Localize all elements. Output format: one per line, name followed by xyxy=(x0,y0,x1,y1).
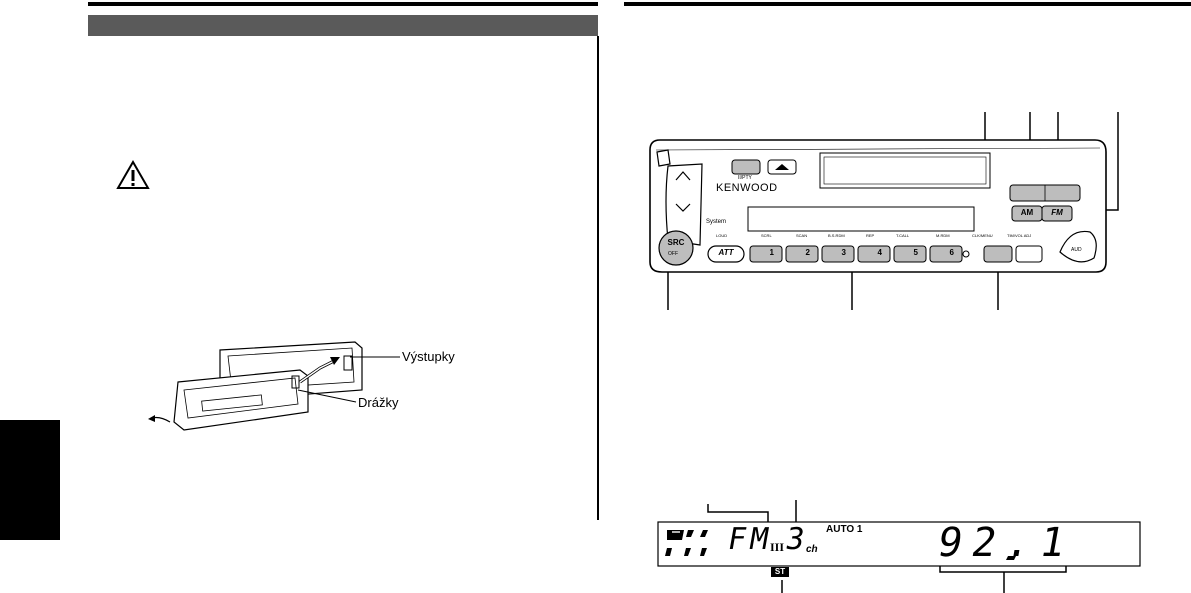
display-seek-mode: AUTO 1 xyxy=(826,524,863,535)
aud-label: AUD xyxy=(1071,247,1082,253)
preset-sub-label: B.S.RDM xyxy=(828,233,845,238)
preset-button-2[interactable]: 2 xyxy=(786,248,818,257)
preset-button-4[interactable]: 4 xyxy=(858,248,890,257)
display-preset-unit: ch xyxy=(806,544,818,555)
language-side-tab xyxy=(0,420,60,540)
preset-button-label: 3 xyxy=(841,248,846,257)
preset-button-label: 5 xyxy=(913,248,918,257)
preset-sub-label: SCRL xyxy=(761,233,772,238)
preset-button-label: 2 xyxy=(805,248,810,257)
preset-button-1[interactable]: 1 xyxy=(750,248,782,257)
brand-logo: KENWOOD xyxy=(716,182,778,194)
preset-sub-label: REP xyxy=(866,233,875,238)
preset-button-6[interactable]: 6 xyxy=(930,248,962,257)
label-leader-lines xyxy=(297,356,400,403)
preset-button-label: 1 xyxy=(769,248,774,257)
preset-button-3[interactable]: 3 xyxy=(822,248,854,257)
tim-vol-label: TIM/VOL ADJ xyxy=(1007,233,1032,238)
right-top-rule xyxy=(624,2,1191,6)
faceplate-removal-illustration xyxy=(148,341,363,431)
preset-sub-label: M.RDM xyxy=(936,233,950,238)
stereo-indicator: ST xyxy=(771,567,789,577)
am-button[interactable]: AM xyxy=(1012,208,1042,217)
preset-button-label: 6 xyxy=(949,248,954,257)
src-button-label: SRC xyxy=(667,238,685,247)
preset-button-label: 4 xyxy=(877,248,882,257)
att-button-label: ATT xyxy=(718,248,734,257)
page-divider xyxy=(597,36,599,520)
clk-menu-label: CLK/MENU xyxy=(972,233,993,238)
preset-sub-label: SCAN xyxy=(796,233,808,238)
am-button-label: AM xyxy=(1020,208,1034,217)
play-pause-sub-label: II/PTY xyxy=(738,175,752,181)
display-band: FM xyxy=(724,522,776,557)
warning-icon xyxy=(116,160,150,189)
display-band-sub: III xyxy=(770,540,785,554)
stereo-indicator-label: ST xyxy=(774,567,786,576)
system-label: System xyxy=(706,219,727,225)
section-heading-bar xyxy=(88,15,598,36)
fm-button-label: FM xyxy=(1051,208,1063,217)
fm-button[interactable]: FM xyxy=(1042,208,1072,217)
left-top-rule xyxy=(88,2,598,6)
att-button[interactable]: ATT xyxy=(708,248,744,257)
preset-sub-label: T.CALL xyxy=(896,233,910,238)
src-button[interactable]: SRC xyxy=(664,238,688,247)
preset-sub-label: LOUD xyxy=(716,233,728,238)
grooves-label: Drážky xyxy=(358,395,399,410)
src-off-label: OFF xyxy=(668,251,678,257)
display-frequency: 92.1 xyxy=(933,520,1079,566)
protrusions-label: Výstupky xyxy=(402,349,455,364)
preset-button-5[interactable]: 5 xyxy=(894,248,926,257)
preset-sub-label-row: LOUD SCRL SCAN B.S.RDM REP T.CALL M.RDM xyxy=(716,233,966,239)
